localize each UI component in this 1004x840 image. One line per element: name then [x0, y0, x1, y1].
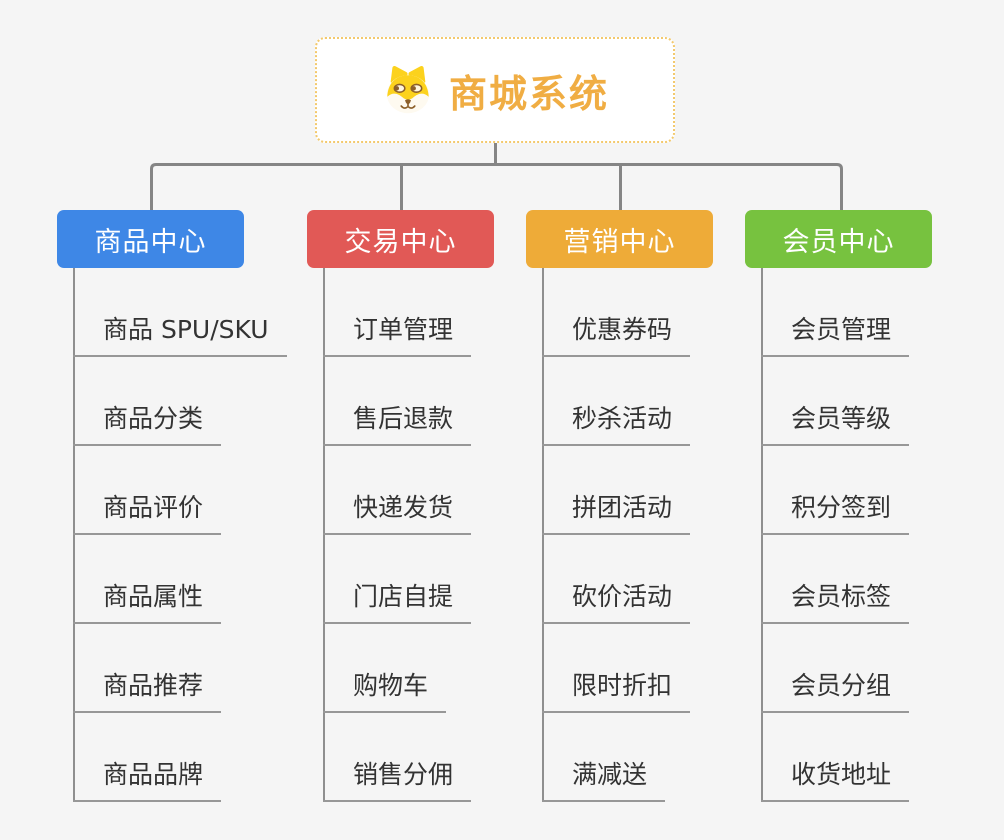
leaf-item[interactable]: 拼团活动: [542, 488, 691, 535]
leaf-item[interactable]: 会员标签: [761, 577, 910, 624]
leaf-item[interactable]: 商品 SPU/SKU: [73, 310, 287, 357]
leaf-item[interactable]: 商品品牌: [73, 755, 222, 802]
branch-header-member-center[interactable]: 会员中心: [745, 210, 932, 268]
leaf-item[interactable]: 门店自提: [323, 577, 472, 624]
leaf-item[interactable]: 商品推荐: [73, 666, 222, 713]
leaf-item[interactable]: 会员管理: [761, 310, 910, 357]
branch-header-product-center[interactable]: 商品中心: [57, 210, 244, 268]
branch-header-trade-center[interactable]: 交易中心: [307, 210, 494, 268]
leaf-item[interactable]: 满减送: [542, 755, 666, 802]
dog-icon: [386, 65, 430, 114]
leaf-item[interactable]: 购物车: [323, 666, 447, 713]
leaf-item[interactable]: 积分签到: [761, 488, 910, 535]
leaf-item[interactable]: 商品分类: [73, 399, 222, 446]
branch-header-marketing-center[interactable]: 营销中心: [526, 210, 713, 268]
leaf-item[interactable]: 订单管理: [323, 310, 472, 357]
leaf-item[interactable]: 商品属性: [73, 577, 222, 624]
branch-column-member-center: 会员管理 会员等级 积分签到 会员标签 会员分组 收货地址: [761, 268, 910, 802]
root-title: 商城系统: [448, 71, 609, 116]
leaf-item[interactable]: 商品评价: [73, 488, 222, 535]
leaf-item[interactable]: 收货地址: [761, 755, 910, 802]
leaf-item[interactable]: 优惠券码: [542, 310, 691, 357]
leaf-item[interactable]: 秒杀活动: [542, 399, 691, 446]
branch-column-marketing-center: 优惠券码 秒杀活动 拼团活动 砍价活动 限时折扣 满减送: [542, 268, 691, 802]
leaf-item[interactable]: 砍价活动: [542, 577, 691, 624]
leaf-item[interactable]: 限时折扣: [542, 666, 691, 713]
branch-column-trade-center: 订单管理 售后退款 快递发货 门店自提 购物车 销售分佣: [323, 268, 472, 802]
leaf-item[interactable]: 会员分组: [761, 666, 910, 713]
leaf-item[interactable]: 销售分佣: [323, 755, 472, 802]
leaf-item[interactable]: 会员等级: [761, 399, 910, 446]
root-node[interactable]: 商城系统: [315, 37, 675, 143]
leaf-item[interactable]: 售后退款: [323, 399, 472, 446]
leaf-item[interactable]: 快递发货: [323, 488, 472, 535]
branch-column-product-center: 商品 SPU/SKU 商品分类 商品评价 商品属性 商品推荐 商品品牌: [73, 268, 287, 802]
